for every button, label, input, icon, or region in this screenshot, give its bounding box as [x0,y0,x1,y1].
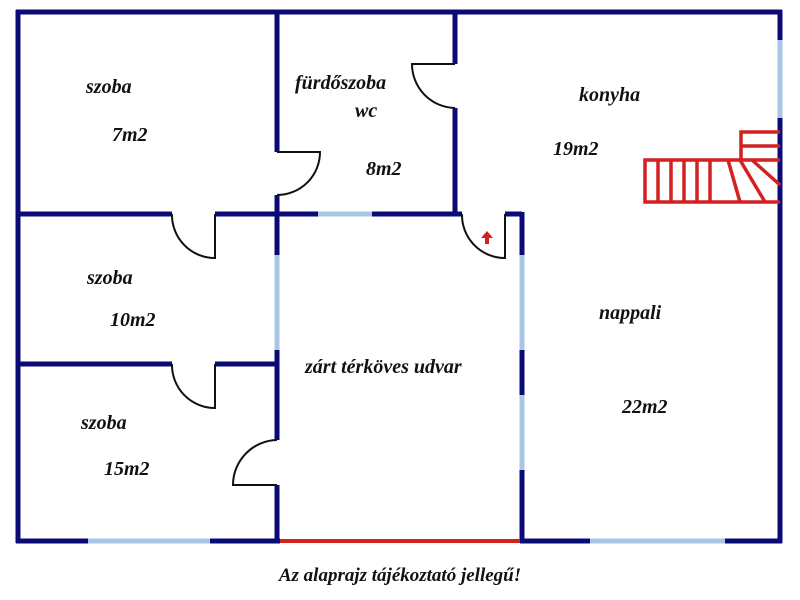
room-1-name: szoba [86,76,132,98]
stairs [643,130,782,204]
walls [15,9,783,544]
doors [170,63,506,486]
room-7-area: 22m2 [622,396,668,418]
room-7-name: nappali [599,302,662,324]
windows [88,40,783,544]
room-5-name: szoba [81,412,127,434]
room-4-area: 10m2 [110,309,156,331]
room-2-area: 8m2 [366,158,402,180]
disclaimer: Az alaprajz tájékoztató jellegű! [278,565,522,586]
room-3-name: konyha [579,84,641,106]
entrance-arrow-icon [481,231,493,244]
room-3-area: 19m2 [553,138,599,160]
room-2-name2: wc [355,100,378,122]
room-1-area: 7m2 [112,124,148,146]
room-5-area: 15m2 [104,458,150,480]
room-6-name: zárt térköves udvar [305,356,462,378]
room-4-name: szoba [87,267,133,289]
room-2-name: fürdőszoba [295,72,387,94]
